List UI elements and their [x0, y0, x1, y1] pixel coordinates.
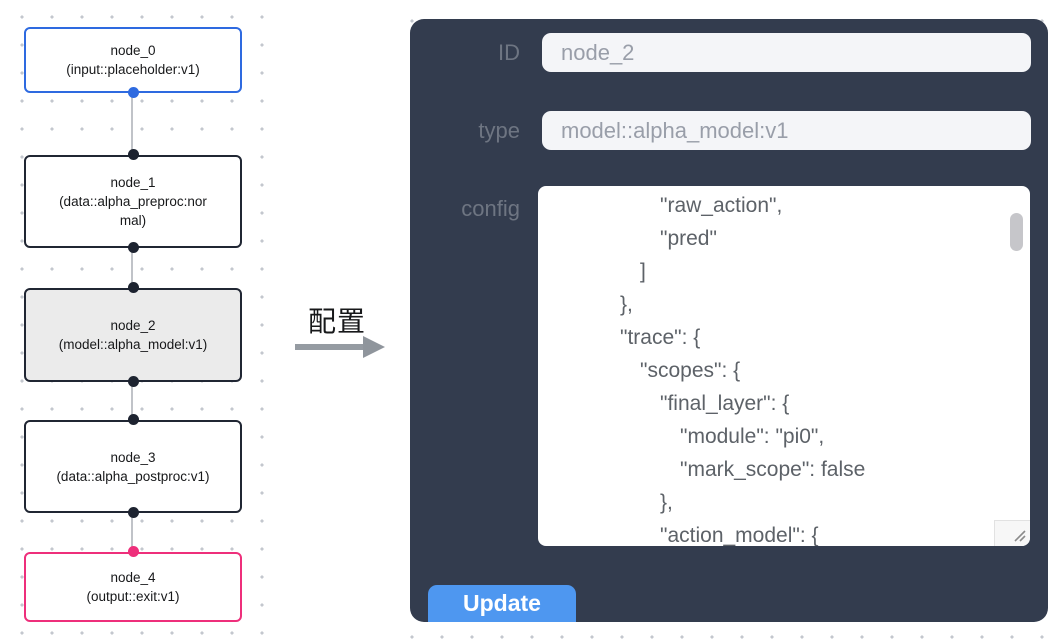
id-input[interactable] — [542, 33, 1031, 72]
port-node3-input[interactable] — [128, 414, 139, 425]
config-json-line: "trace": { — [620, 326, 701, 349]
port-node2-input[interactable] — [128, 282, 139, 293]
resize-grip-icon — [1014, 530, 1026, 542]
config-json-line: "pred" — [660, 227, 717, 250]
type-input[interactable] — [542, 111, 1031, 150]
config-json-line: "scopes": { — [640, 359, 741, 382]
config-json-line: "module": "pi0", — [680, 425, 825, 448]
node-label: node_0(input::placeholder:v1) — [66, 43, 200, 77]
flow-node-node1[interactable]: node_1(data::alpha_preproc:normal) — [24, 155, 242, 248]
config-json-line: "mark_scope": false — [680, 458, 866, 481]
update-button[interactable]: Update — [428, 585, 576, 622]
port-node1-output[interactable] — [128, 242, 139, 253]
config-json-content: "raw_action", "pred"]}, "trace": { "scopes"… — [538, 189, 990, 546]
config-json-line: "action_model": { — [660, 524, 819, 546]
edge-node0-node1 — [131, 93, 133, 155]
node-label: node_4(output::exit:v1) — [86, 570, 180, 604]
config-json-textarea[interactable]: "raw_action", "pred"]}, "trace": { "scopes"… — [538, 186, 1030, 546]
flow-node-node3[interactable]: node_3(data::alpha_postproc:v1) — [24, 420, 242, 513]
edge-node2-node3 — [131, 382, 133, 420]
edge-node3-node4 — [131, 513, 133, 552]
port-node4-input[interactable] — [128, 546, 139, 557]
node-label: node_2(model::alpha_model:v1) — [58, 318, 208, 352]
flow-node-node2-selected[interactable]: node_2(model::alpha_model:v1) — [24, 288, 242, 382]
config-json-line: "final_layer": { — [660, 392, 790, 415]
type-field-label: type — [478, 118, 520, 143]
configure-annotation: 配置 — [307, 306, 366, 337]
flow-node-node0[interactable]: node_0(input::placeholder:v1) — [24, 27, 242, 93]
port-node0-output[interactable] — [128, 87, 139, 98]
id-field-label: ID — [498, 40, 520, 65]
node-label: node_1(data::alpha_preproc:normal) — [59, 175, 207, 228]
config-json-line: }, — [620, 293, 633, 316]
config-json-line: ] — [640, 260, 646, 283]
port-node3-output[interactable] — [128, 507, 139, 518]
node-label: node_3(data::alpha_postproc:v1) — [56, 449, 210, 484]
config-field-label: config — [461, 196, 520, 221]
resize-handle[interactable] — [994, 520, 1030, 546]
config-json-line: "raw_action", — [660, 194, 783, 217]
right-arrow-icon — [295, 336, 385, 358]
scrollbar-thumb[interactable] — [1010, 213, 1023, 251]
edge-node1-node2 — [131, 248, 133, 288]
flow-node-node4[interactable]: node_4(output::exit:v1) — [24, 552, 242, 622]
flow-canvas: node_0(input::placeholder:v1) node_1(dat… — [0, 0, 280, 643]
node-config-panel: ID type config "raw_action", "pred"]}, "tr… — [410, 19, 1048, 622]
port-node2-output[interactable] — [128, 376, 139, 387]
config-json-line: }, — [660, 491, 673, 514]
port-node1-input[interactable] — [128, 149, 139, 160]
